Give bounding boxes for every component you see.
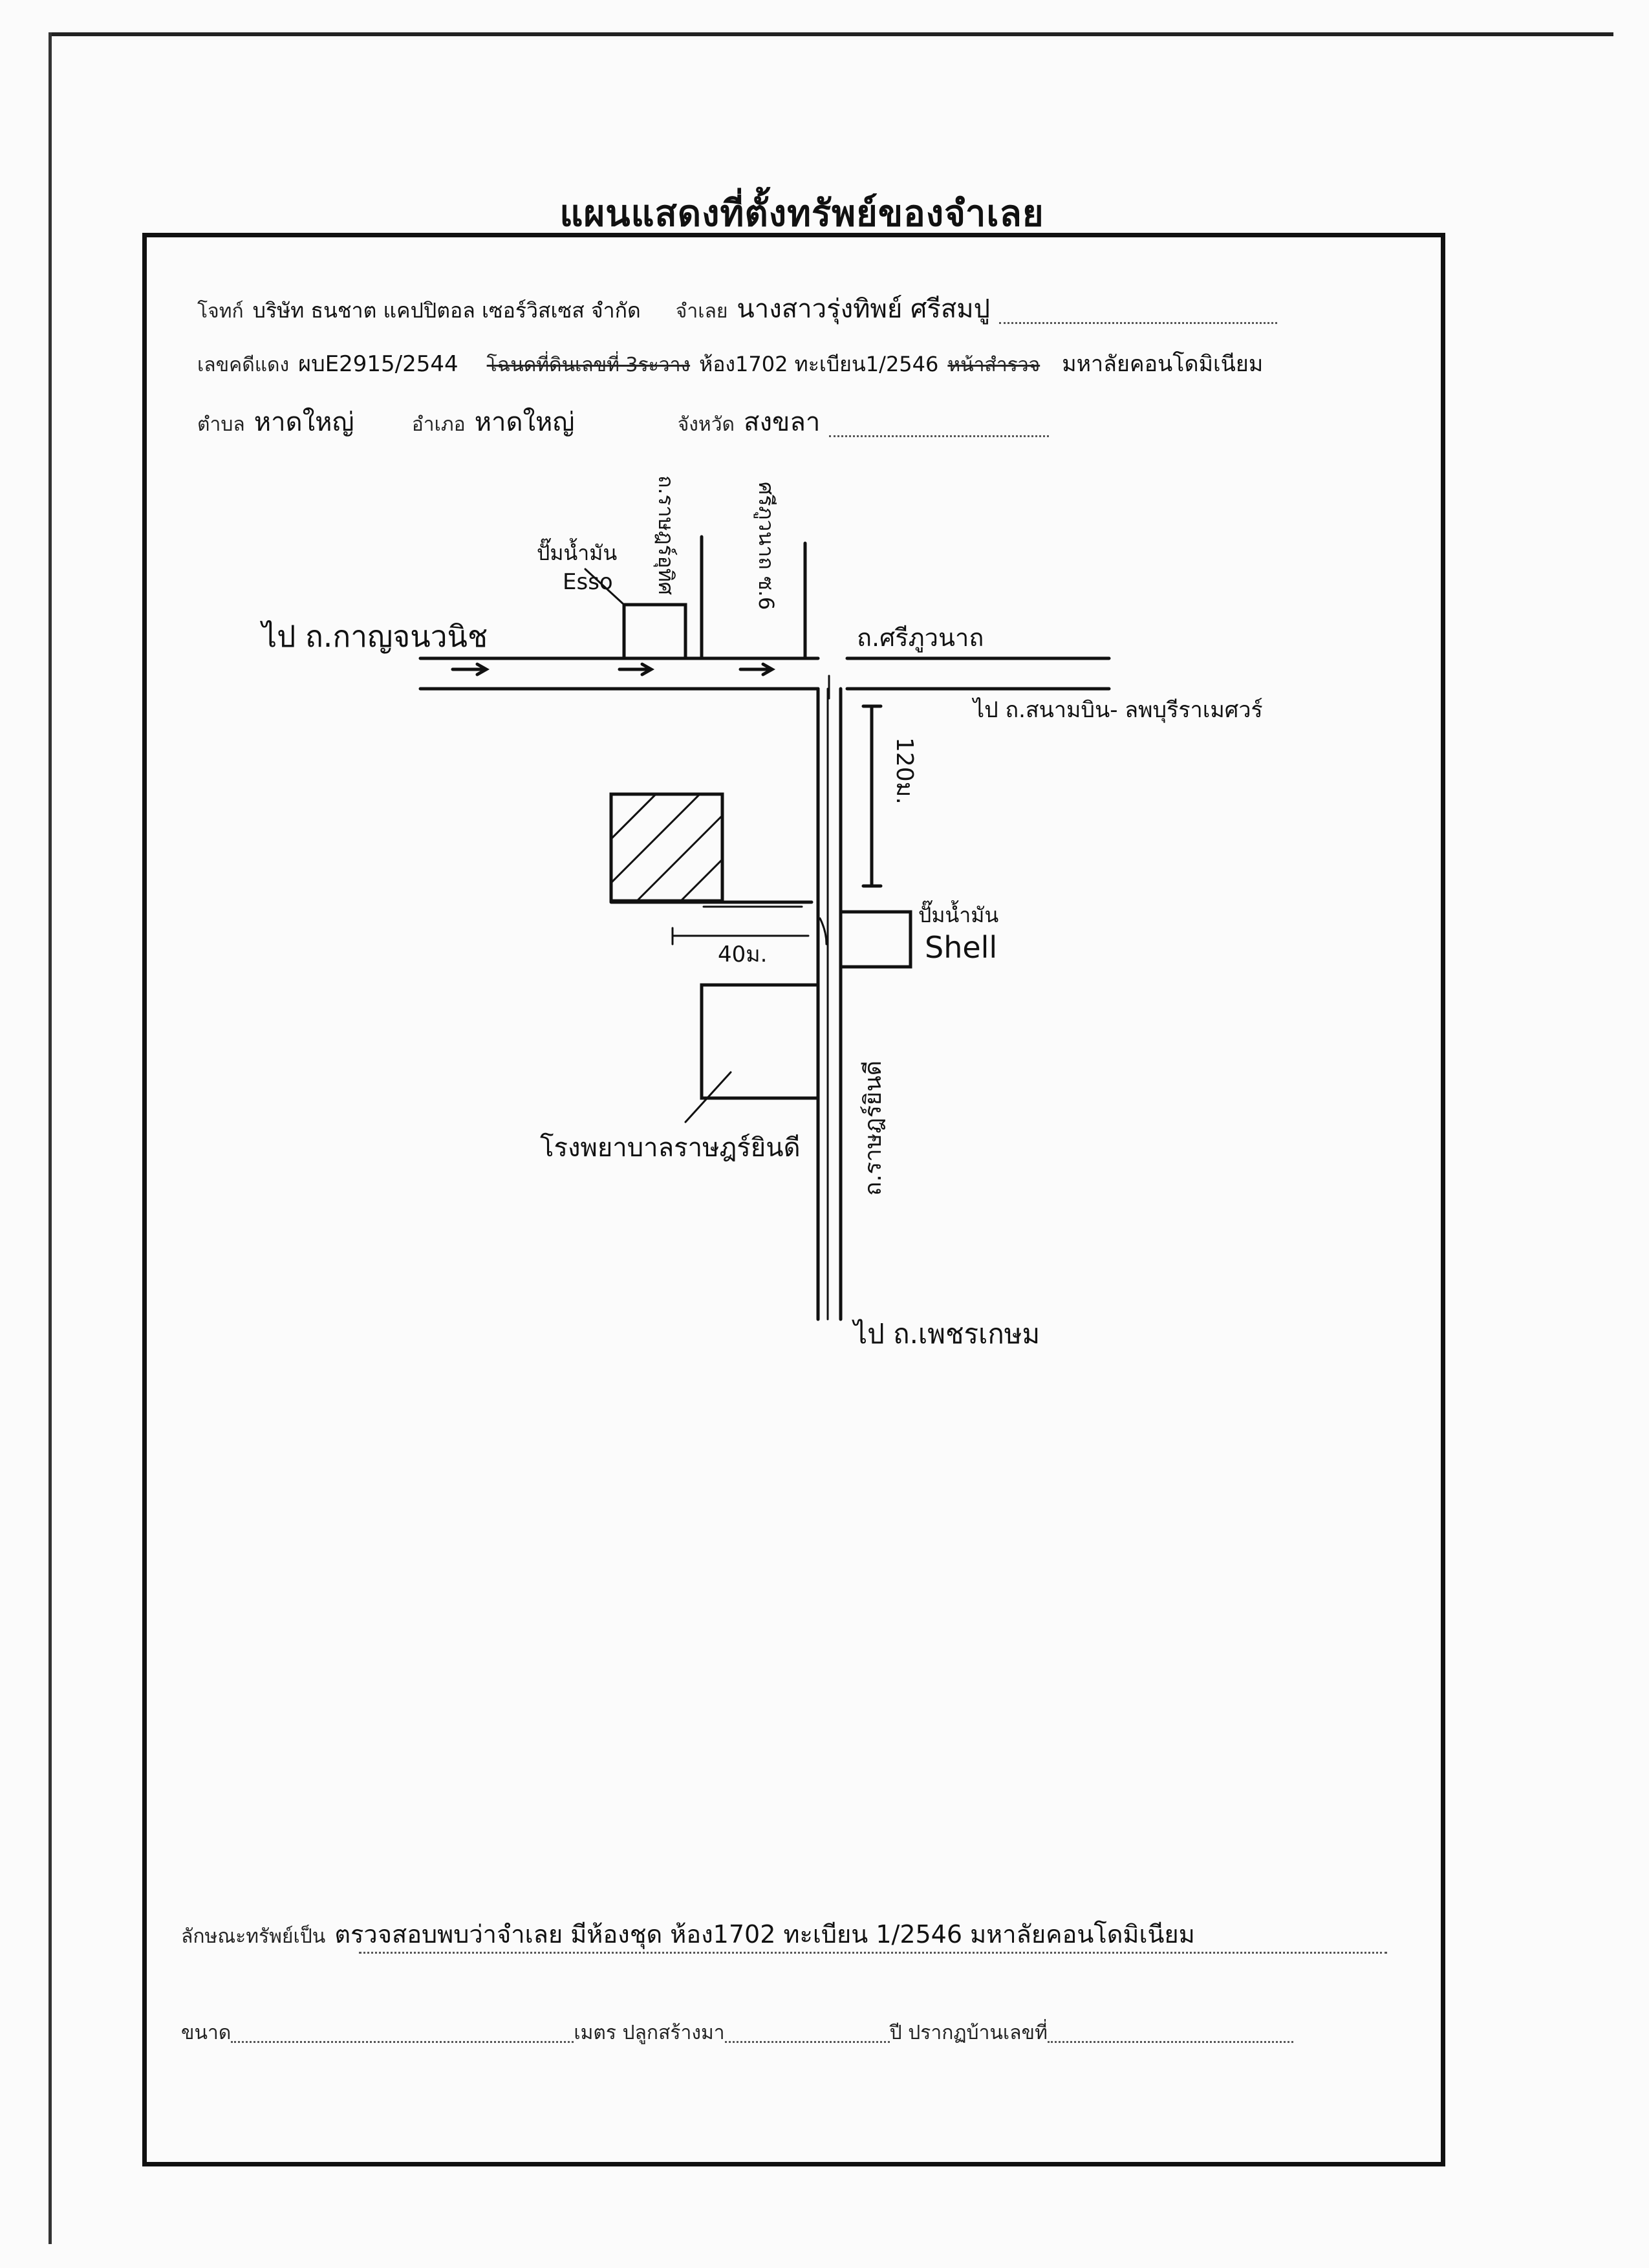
page-struck: หน้าสำรวจ <box>947 354 1040 376</box>
sriphuwanat-road-label: ถ.ศรีภูวนาถ <box>857 623 984 652</box>
sriphuwanat-soi-label: ศรีภูวนาถ ซ.6 <box>754 482 779 610</box>
year-label: ปี ปรากฏบ้านเลขที่ <box>889 2022 1048 2044</box>
province-value: สงขลา <box>744 407 821 437</box>
plaintiff-label: โจทก์ <box>197 300 244 323</box>
house-number-dotted-line <box>1047 2041 1293 2043</box>
shell-gas-label: ปั๊มน้ำมัน <box>918 903 999 927</box>
property-dotted-line <box>359 1952 1387 1954</box>
case-label: เลขคดีแดง <box>197 354 290 376</box>
subject-property <box>609 792 724 903</box>
subdistrict-value: หาดใหญ่ <box>253 407 354 437</box>
building-value: มหาลัยคอนโดมิเนียม <box>1062 351 1264 377</box>
ratyindee-road-label: ถ.ราษฎร์ยินดี <box>860 1061 887 1196</box>
hospital-building <box>700 983 820 1100</box>
header-row-1: โจทก์ บริษัท ธนชาต แคปปิตอล เซอร์วิสเซส … <box>197 288 1278 329</box>
to-kanjanawanit-label: ไป ถ.กาญจนวนิช <box>262 619 488 654</box>
hospital-label: โรงพยาบาลราษฎร์ยินดี <box>540 1133 801 1163</box>
header-row-2: เลขคดีแดง ผบE2915/2544 โฉนดที่ดินเลขที่ … <box>197 346 1263 381</box>
scan-edge-left <box>48 32 52 2244</box>
road-arrow-2 <box>618 662 655 676</box>
footer-row-size: ขนาด เมตร ปลูกสร้างมา ปี ปรากฏบ้านเลขที่ <box>181 2018 1293 2048</box>
road-arrow-3 <box>738 662 776 676</box>
property-label: ลักษณะทรัพย์เป็น <box>181 1925 326 1948</box>
subdistrict-label: ตำบล <box>197 413 245 436</box>
header-row-3: ตำบล หาดใหญ่ อำเภอ หาดใหญ่ จังหวัด สงขลา <box>197 401 1050 442</box>
to-phetkasem-label: ไป ถ.เพชรเกษม <box>854 1318 1040 1350</box>
plaintiff-value: บริษัท ธนชาต แคปปิตอล เซอร์วิสเซส จำกัด <box>252 298 641 323</box>
document-frame <box>142 233 1445 2166</box>
defendant-dotted-line <box>999 322 1278 324</box>
shell-station <box>839 910 912 969</box>
ratuthit-road-label: ถ.ราษฎร์อุทิศ <box>654 475 678 596</box>
built-dotted-line <box>724 2041 890 2043</box>
page-title: แผนแสดงที่ตั้งทรัพย์ของจำเลย <box>559 193 1044 235</box>
property-value: ตรวจสอบพบว่าจำเลย มีห้องชุด ห้อง1702 ทะเ… <box>334 1920 1195 1949</box>
esso-brand-label: Esso <box>563 569 613 595</box>
esso-gas-label: ปั๊มน้ำมัน <box>537 541 618 565</box>
defendant-label: จำเลย <box>675 300 728 323</box>
hospital-pointer <box>684 1071 732 1123</box>
size-label: ขนาด <box>181 2022 232 2044</box>
footer-row-property: ลักษณะทรัพย์เป็น ตรวจสอบพบว่าจำเลย มีห้อ… <box>181 1914 1195 1954</box>
unit-value: ห้อง1702 ทะเบียน1/2546 <box>699 352 939 376</box>
case-value: ผบE2915/2544 <box>298 351 458 377</box>
province-dotted-line <box>829 435 1050 437</box>
to-airport-label: ไป ถ.สนามบิน- ลพบุรีราเมศวร์ <box>973 697 1263 723</box>
district-label: อำเภอ <box>411 413 466 436</box>
esso-station <box>622 603 687 660</box>
uturn-mark <box>819 917 828 945</box>
size-dotted-line <box>231 2041 574 2043</box>
shell-brand-label: Shell <box>925 930 998 965</box>
distance-120-label: 120ม. <box>891 737 918 805</box>
esso-pointer <box>584 568 625 606</box>
title-deed-struck: โฉนดที่ดินเลขที่ 3ระวาง <box>486 354 691 376</box>
road-arrow-1 <box>451 662 490 676</box>
province-label: จังหวัด <box>677 413 735 436</box>
size-unit-label: เมตร ปลูกสร้างมา <box>574 2022 725 2044</box>
defendant-value: นางสาวรุ่งทิพย์ ศรีสมปู <box>737 294 991 324</box>
distance-40-label: 40ม. <box>718 942 768 967</box>
district-value: หาดใหญ่ <box>474 407 575 437</box>
scan-edge-top <box>48 32 1613 36</box>
